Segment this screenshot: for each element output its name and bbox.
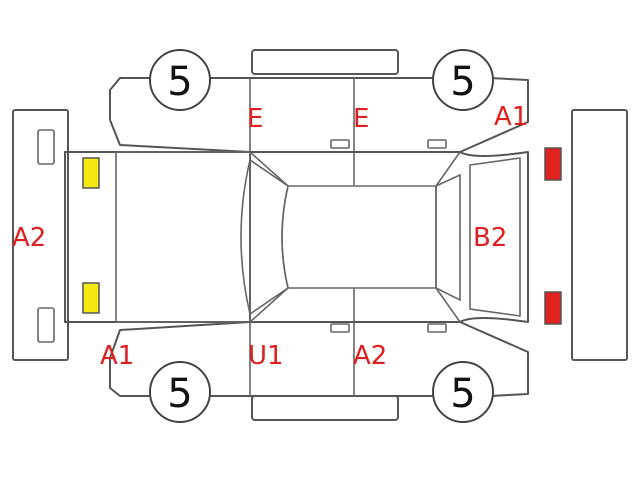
tire-rear-bottom: 5 bbox=[432, 361, 494, 423]
bottom-side-skirt bbox=[251, 395, 399, 421]
tire-front-top: 5 bbox=[149, 49, 211, 111]
code-rear-door-bottom: A2 bbox=[353, 341, 387, 371]
code-front-left-corner: A1 bbox=[100, 341, 134, 371]
code-rear-glass: B2 bbox=[473, 223, 507, 253]
top-side-skirt bbox=[251, 49, 399, 75]
rear-light-top bbox=[544, 147, 562, 181]
code-front-door-bottom: U1 bbox=[248, 341, 284, 371]
code-rear-door-top: E bbox=[353, 104, 369, 134]
code-front-door-top: E bbox=[247, 104, 263, 134]
tire-front-bottom: 5 bbox=[149, 361, 211, 423]
tire-front-top-rating: 5 bbox=[167, 59, 192, 105]
tire-rear-top: 5 bbox=[432, 49, 494, 111]
code-front-bumper: A2 bbox=[12, 223, 46, 253]
front-light-bottom bbox=[82, 282, 100, 314]
code-rear-right-corner: A1 bbox=[494, 102, 528, 132]
front-bumper-panel bbox=[12, 109, 69, 361]
rear-light-bottom bbox=[544, 291, 562, 325]
front-light-top bbox=[82, 157, 100, 189]
tire-rear-bottom-rating: 5 bbox=[450, 371, 475, 417]
tire-rear-top-rating: 5 bbox=[450, 59, 475, 105]
tire-front-bottom-rating: 5 bbox=[167, 371, 192, 417]
top-view-body bbox=[64, 151, 529, 323]
rear-bumper-panel bbox=[571, 109, 628, 361]
